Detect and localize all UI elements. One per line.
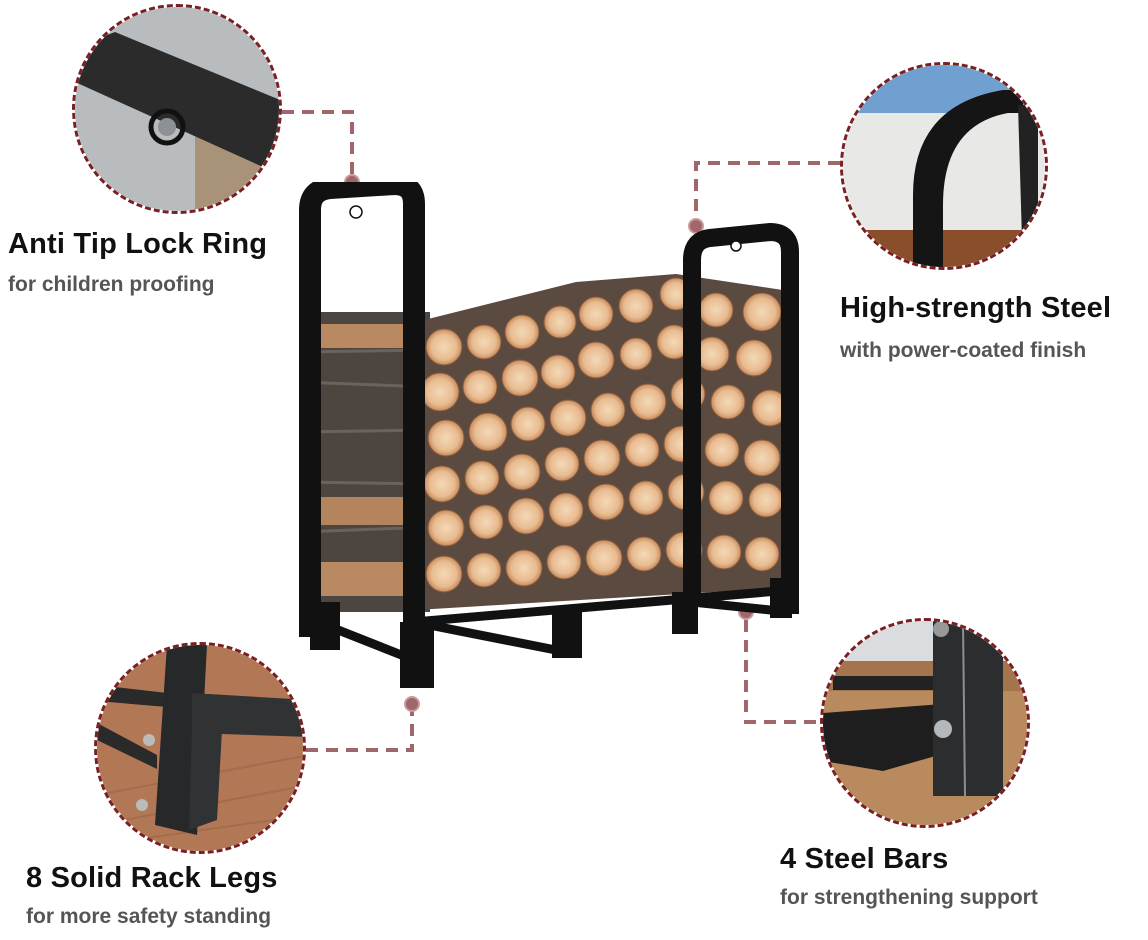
rack-leg-closeup-icon	[97, 645, 303, 851]
firewood-rack-icon	[299, 182, 799, 688]
feature-title: 4 Steel Bars	[780, 843, 949, 875]
feature-subtitle: for children proofing	[8, 273, 215, 296]
feature-steel: High-strength Steel with power-coated fi…	[840, 292, 1111, 363]
steel-callout	[840, 62, 1048, 270]
legs-callout	[94, 642, 306, 854]
firewood-rack	[296, 182, 802, 692]
feature-subtitle: for more safety standing	[26, 905, 272, 928]
feature-bars: 4 Steel Bars for strengthening support	[780, 843, 1038, 910]
feature-lock-ring: Anti Tip Lock Ring for children proofing	[8, 228, 267, 297]
feature-title: Anti Tip Lock Ring	[8, 228, 268, 260]
feature-title: 8 Solid Rack Legs	[26, 862, 278, 894]
feature-title: High-strength Steel	[840, 292, 1112, 324]
steel-frame-closeup-icon	[843, 65, 1045, 267]
steel-bar-closeup-icon	[823, 621, 1027, 825]
feature-subtitle: for strengthening support	[780, 886, 1038, 909]
lock-ring-closeup-icon	[75, 7, 279, 211]
feature-subtitle: with power-coated finish	[840, 339, 1087, 362]
bars-callout	[820, 618, 1030, 828]
feature-legs: 8 Solid Rack Legs for more safety standi…	[26, 862, 278, 929]
lock-ring-callout	[72, 4, 282, 214]
